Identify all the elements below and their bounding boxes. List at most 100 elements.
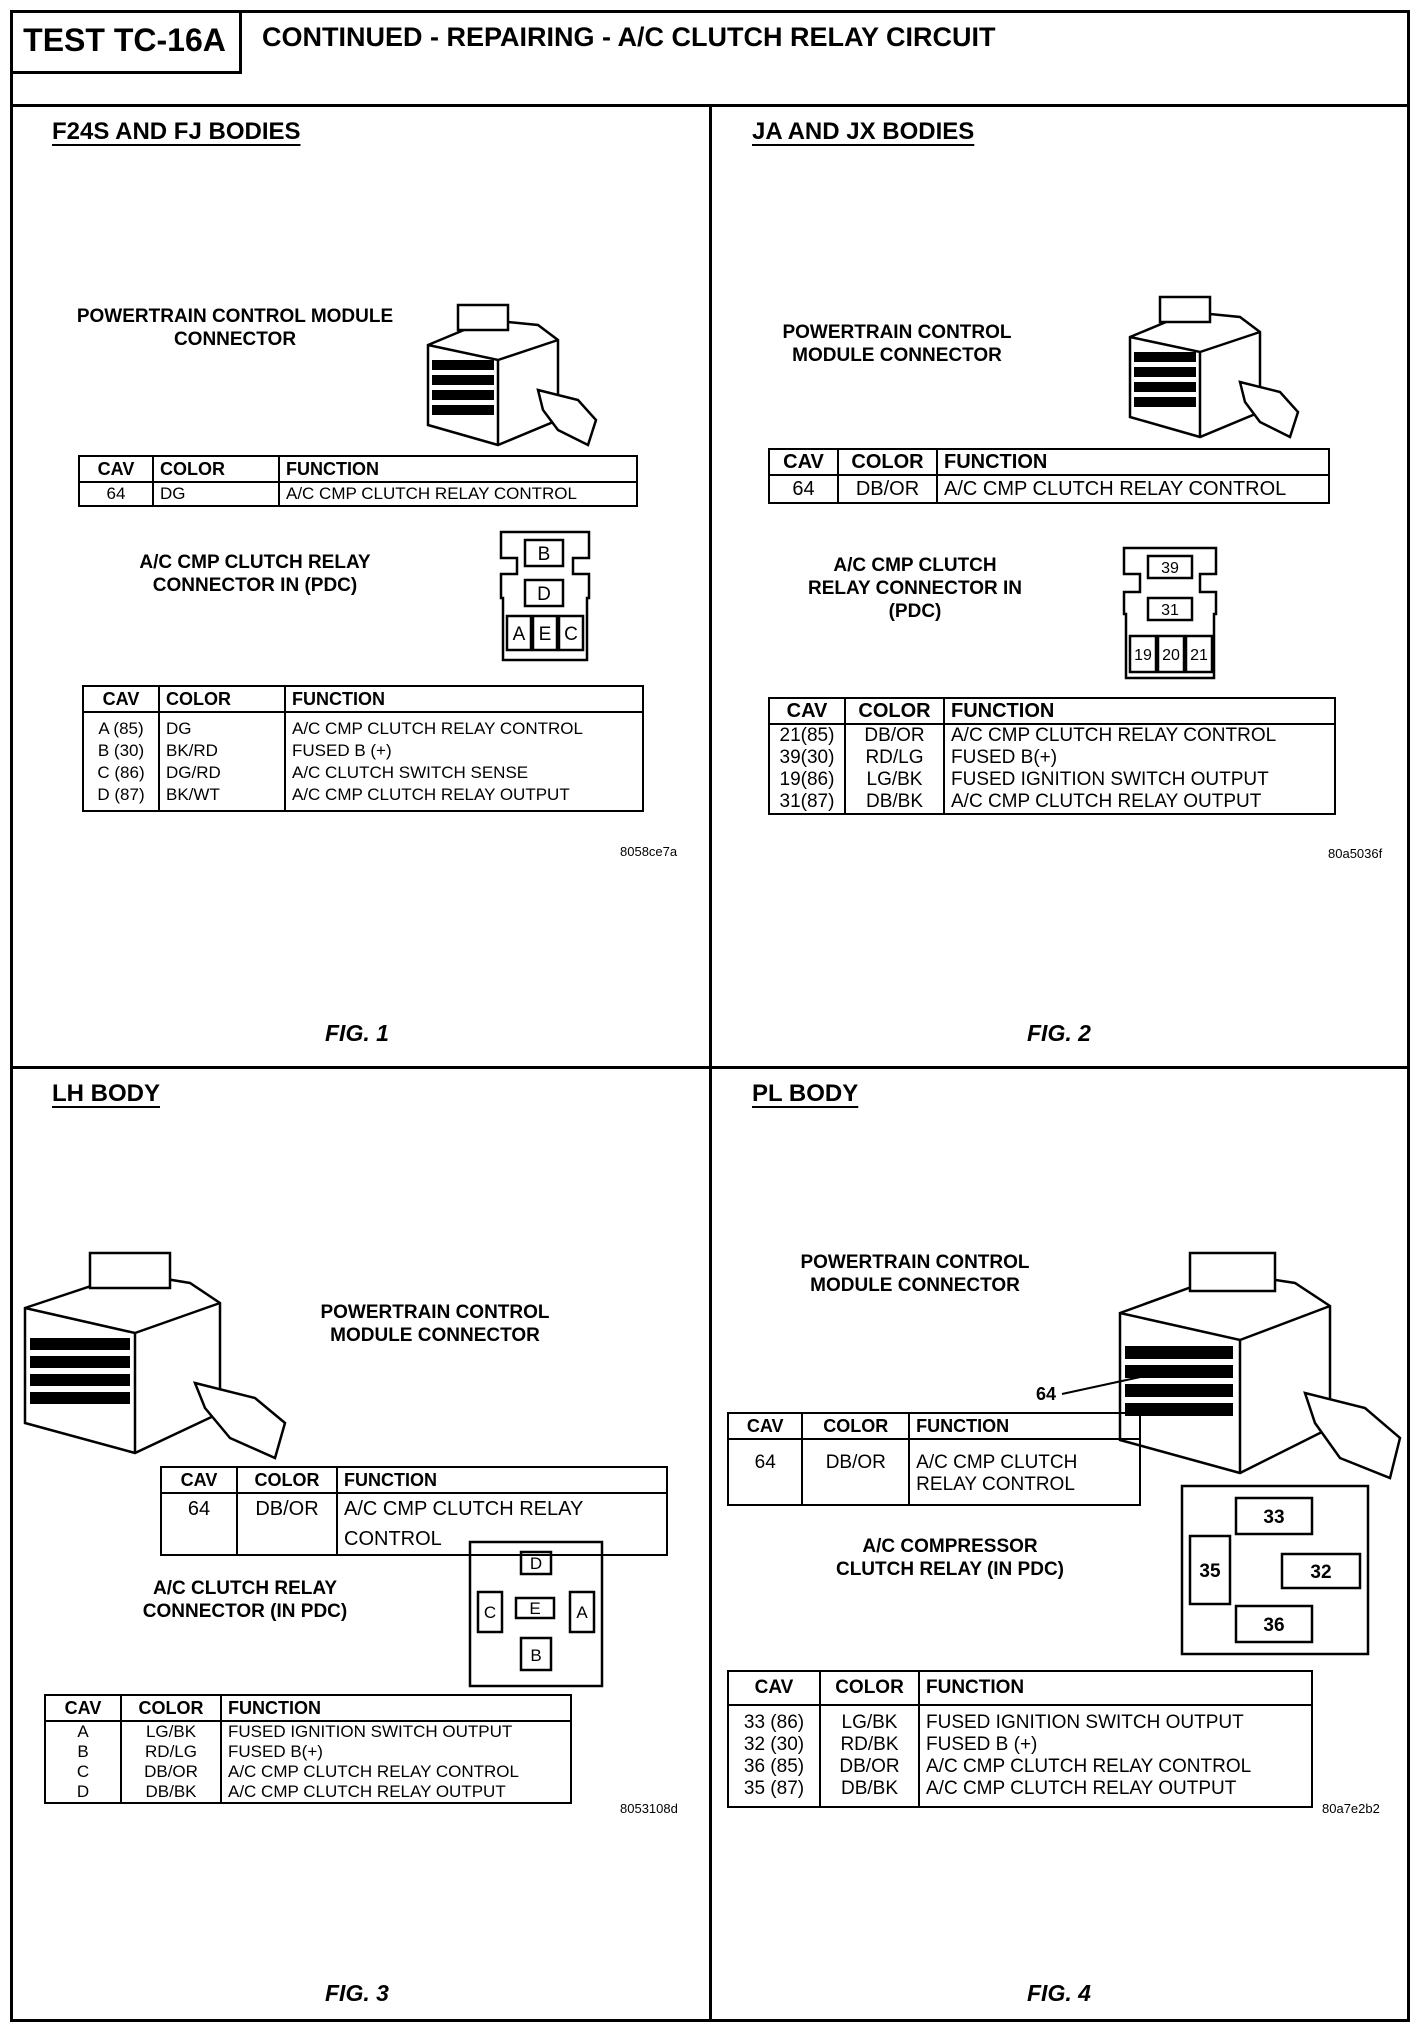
pin-label: D xyxy=(530,1554,542,1573)
table-row: 64 DB/OR A/C CMP CLUTCH RELAY CONTROL xyxy=(726,1439,1141,1505)
relay-connector-label: A/C CLUTCH RELAY CONNECTOR (IN PDC) xyxy=(142,1578,348,1622)
col-color: COLOR xyxy=(819,1670,920,1706)
pin-label: B xyxy=(538,544,551,565)
col-function: FUNCTION xyxy=(278,455,638,483)
figure-code: 8053108d xyxy=(620,1801,678,1816)
pin-label: 36 xyxy=(1263,1615,1284,1636)
pcm-pin-table: CAV COLOR FUNCTION 64 DB/OR A/C CMP CLUT… xyxy=(160,1466,668,1556)
col-color: COLOR xyxy=(236,1466,338,1494)
test-id: TEST TC-16A xyxy=(10,10,242,74)
pin-label: B xyxy=(530,1646,541,1665)
relay-connector-label: A/C COMPRESSOR CLUTCH RELAY (IN PDC) xyxy=(835,1536,1064,1580)
vertical-divider xyxy=(709,107,712,2022)
pin-callout: 64 xyxy=(1036,1384,1057,1404)
col-color: COLOR xyxy=(837,448,938,476)
pcm-connector-illustration xyxy=(1128,295,1300,439)
col-color: COLOR xyxy=(158,685,286,713)
pcm-connector-label: POWERTRAIN CONTROL MODULE CONNECTOR xyxy=(800,1252,1030,1296)
table-row: 64 DB/OR A/C CMP CLUTCH RELAY CONTROL xyxy=(160,1493,668,1555)
col-function: FUNCTION xyxy=(284,685,644,713)
pcm-connector-label: POWERTRAIN CONTROL MODULE CONNECTOR xyxy=(76,306,394,350)
relay-connector-label: A/C CMP CLUTCH RELAY CONNECTOR IN (PDC) xyxy=(139,552,371,596)
pcm-connector-label: POWERTRAIN CONTROL MODULE CONNECTOR xyxy=(782,322,1012,366)
pcm-connector-illustration xyxy=(426,303,598,447)
col-function: FUNCTION xyxy=(936,448,1330,476)
pin-label: 20 xyxy=(1162,647,1180,664)
pin-label: 19 xyxy=(1134,647,1152,664)
relay-connector-diagram: B D A E C xyxy=(499,530,591,662)
pcm-pin-table: CAV COLOR FUNCTION 64 DG A/C CMP CLUTCH … xyxy=(78,455,638,507)
col-function: FUNCTION xyxy=(336,1466,668,1494)
col-color: COLOR xyxy=(844,697,945,725)
col-function: FUNCTION xyxy=(908,1412,1141,1440)
col-cav: CAV xyxy=(160,1466,238,1494)
relay-connector-label: A/C CMP CLUTCH RELAY CONNECTOR IN (PDC) xyxy=(808,555,1022,622)
pin-label: 21 xyxy=(1190,647,1208,664)
col-cav: CAV xyxy=(768,697,846,725)
figure-label: FIG. 3 xyxy=(325,1980,389,2006)
pin-label: C xyxy=(564,624,578,645)
figure-code: 80a5036f xyxy=(1328,846,1383,861)
figure-code: 80a7e2b2 xyxy=(1322,1801,1380,1816)
panel-title: F24S AND FJ BODIES xyxy=(52,118,301,145)
figure-label: FIG. 1 xyxy=(325,1020,389,1046)
pin-label: E xyxy=(539,624,552,645)
horizontal-divider xyxy=(10,1066,1410,1069)
pcm-pin-table: CAV COLOR FUNCTION 64 DB/OR A/C CMP CLUT… xyxy=(726,1412,1141,1506)
figure-label: FIG. 2 xyxy=(1027,1020,1091,1046)
pin-label: A xyxy=(576,1603,588,1622)
col-cav: CAV xyxy=(78,455,154,483)
pin-label: 33 xyxy=(1263,1507,1284,1528)
col-cav: CAV xyxy=(726,1412,804,1440)
pin-label: 31 xyxy=(1161,602,1179,619)
pin-label: D xyxy=(537,584,551,605)
col-cav: CAV xyxy=(82,685,160,713)
col-function: FUNCTION xyxy=(220,1694,572,1722)
figure-label: FIG. 4 xyxy=(1027,1980,1091,2006)
table-row: 64 DB/OR A/C CMP CLUTCH RELAY CONTROL xyxy=(768,475,1330,503)
callout-leader-line xyxy=(1061,1373,1155,1395)
col-function: FUNCTION xyxy=(918,1670,1313,1706)
pcm-connector-illustration xyxy=(23,1251,287,1460)
header-row xyxy=(10,10,1410,107)
pin-label: 32 xyxy=(1310,1562,1331,1583)
page-title: CONTINUED - REPAIRING - A/C CLUTCH RELAY… xyxy=(262,22,996,52)
panel-title: LH BODY xyxy=(52,1080,160,1107)
col-color: COLOR xyxy=(152,455,280,483)
panel-title: JA AND JX BODIES xyxy=(752,118,975,145)
figure-code: 8058ce7a xyxy=(620,844,678,859)
pin-label: 35 xyxy=(1199,1561,1221,1582)
col-cav: CAV xyxy=(44,1694,122,1722)
table-row: 64 DG A/C CMP CLUTCH RELAY CONTROL xyxy=(78,482,638,506)
pin-label: A xyxy=(513,624,526,645)
relay-connector-diagram: 33 35 32 36 xyxy=(1180,1484,1370,1656)
relay-connector-diagram: D C E A B xyxy=(468,1540,604,1688)
relay-connector-diagram: 39 31 19 20 21 xyxy=(1122,546,1218,680)
pcm-connector-illustration xyxy=(1118,1251,1402,1480)
pcm-pin-table: CAV COLOR FUNCTION 64 DB/OR A/C CMP CLUT… xyxy=(768,448,1330,504)
pin-label: E xyxy=(529,1599,540,1618)
pin-label: C xyxy=(484,1603,496,1622)
col-cav: CAV xyxy=(727,1670,821,1706)
col-color: COLOR xyxy=(801,1412,911,1440)
